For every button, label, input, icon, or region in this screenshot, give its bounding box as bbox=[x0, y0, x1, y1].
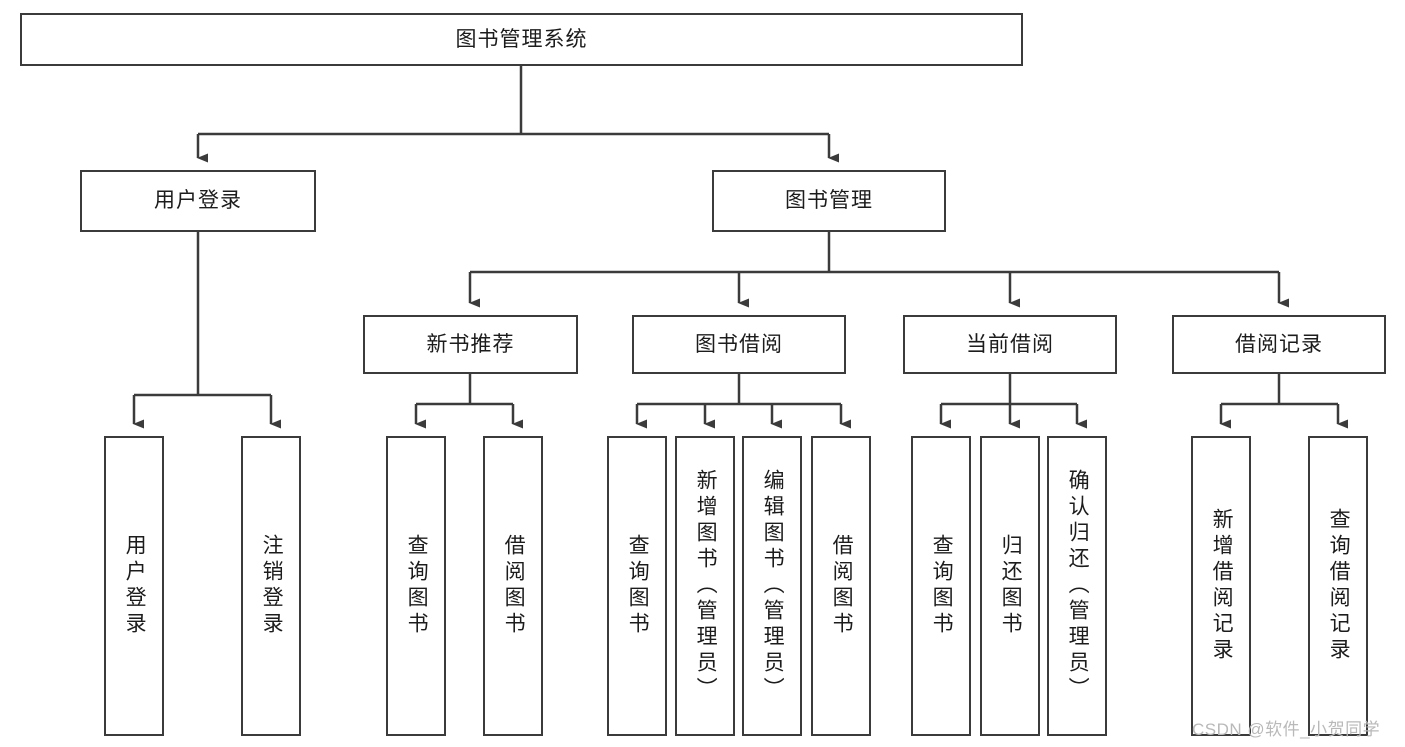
node-book-management[interactable]: 图书管理 bbox=[712, 170, 946, 232]
node-label: 新增图书（管理员） bbox=[694, 469, 718, 703]
leaf-current-return-book[interactable]: 归还图书 bbox=[980, 436, 1040, 736]
node-label: 新增借阅记录 bbox=[1210, 508, 1234, 664]
node-book-borrow[interactable]: 图书借阅 bbox=[632, 315, 846, 374]
edges-bookmgmt-to-level2 bbox=[468, 232, 1289, 308]
node-root-system[interactable]: 图书管理系统 bbox=[20, 13, 1023, 66]
leaf-borrow-query-book[interactable]: 查询图书 bbox=[607, 436, 667, 736]
node-new-book-recommend[interactable]: 新书推荐 bbox=[363, 315, 578, 374]
node-label: 用户登录 bbox=[123, 534, 147, 638]
edges-userlogin-to-leaves bbox=[132, 232, 281, 429]
leaf-newbook-query-book[interactable]: 查询图书 bbox=[386, 436, 446, 736]
node-label: 编辑图书（管理员） bbox=[761, 469, 785, 703]
edges-root-to-level1 bbox=[196, 66, 839, 163]
node-label: 借阅图书 bbox=[830, 534, 854, 638]
edges-bookborrow-to-leaves bbox=[635, 374, 851, 429]
leaf-logout[interactable]: 注销登录 bbox=[241, 436, 301, 736]
node-label: 借阅图书 bbox=[502, 534, 526, 638]
node-label: 查询图书 bbox=[626, 534, 650, 638]
node-current-borrow[interactable]: 当前借阅 bbox=[903, 315, 1117, 374]
node-label: 查询借阅记录 bbox=[1327, 508, 1351, 664]
node-label: 图书管理系统 bbox=[455, 27, 588, 51]
leaf-record-query[interactable]: 查询借阅记录 bbox=[1308, 436, 1368, 736]
leaf-user-login[interactable]: 用户登录 bbox=[104, 436, 164, 736]
leaf-borrow-borrow-book[interactable]: 借阅图书 bbox=[811, 436, 871, 736]
node-label: 确认归还（管理员） bbox=[1066, 469, 1090, 703]
node-label: 查询图书 bbox=[405, 534, 429, 638]
node-label: 用户登录 bbox=[154, 189, 242, 213]
node-label: 查询图书 bbox=[930, 534, 954, 638]
leaf-borrow-add-book-admin[interactable]: 新增图书（管理员） bbox=[675, 436, 735, 736]
leaf-record-add[interactable]: 新增借阅记录 bbox=[1191, 436, 1251, 736]
leaf-current-query-book[interactable]: 查询图书 bbox=[911, 436, 971, 736]
node-label: 新书推荐 bbox=[426, 332, 515, 356]
edges-newbook-to-leaves bbox=[414, 374, 523, 429]
edges-borrowrecord-to-leaves bbox=[1219, 374, 1348, 429]
node-borrow-record[interactable]: 借阅记录 bbox=[1172, 315, 1386, 374]
leaf-borrow-edit-book-admin[interactable]: 编辑图书（管理员） bbox=[742, 436, 802, 736]
leaf-newbook-borrow-book[interactable]: 借阅图书 bbox=[483, 436, 543, 736]
node-label: 注销登录 bbox=[260, 534, 284, 638]
node-label: 图书管理 bbox=[785, 189, 873, 213]
edges-currentborrow-to-leaves bbox=[939, 374, 1087, 429]
leaf-current-confirm-return-admin[interactable]: 确认归还（管理员） bbox=[1047, 436, 1107, 736]
node-label: 当前借阅 bbox=[966, 332, 1054, 356]
node-user-login[interactable]: 用户登录 bbox=[80, 170, 316, 232]
node-label: 归还图书 bbox=[999, 534, 1023, 638]
node-label: 图书借阅 bbox=[695, 332, 783, 356]
node-label: 借阅记录 bbox=[1235, 332, 1323, 356]
